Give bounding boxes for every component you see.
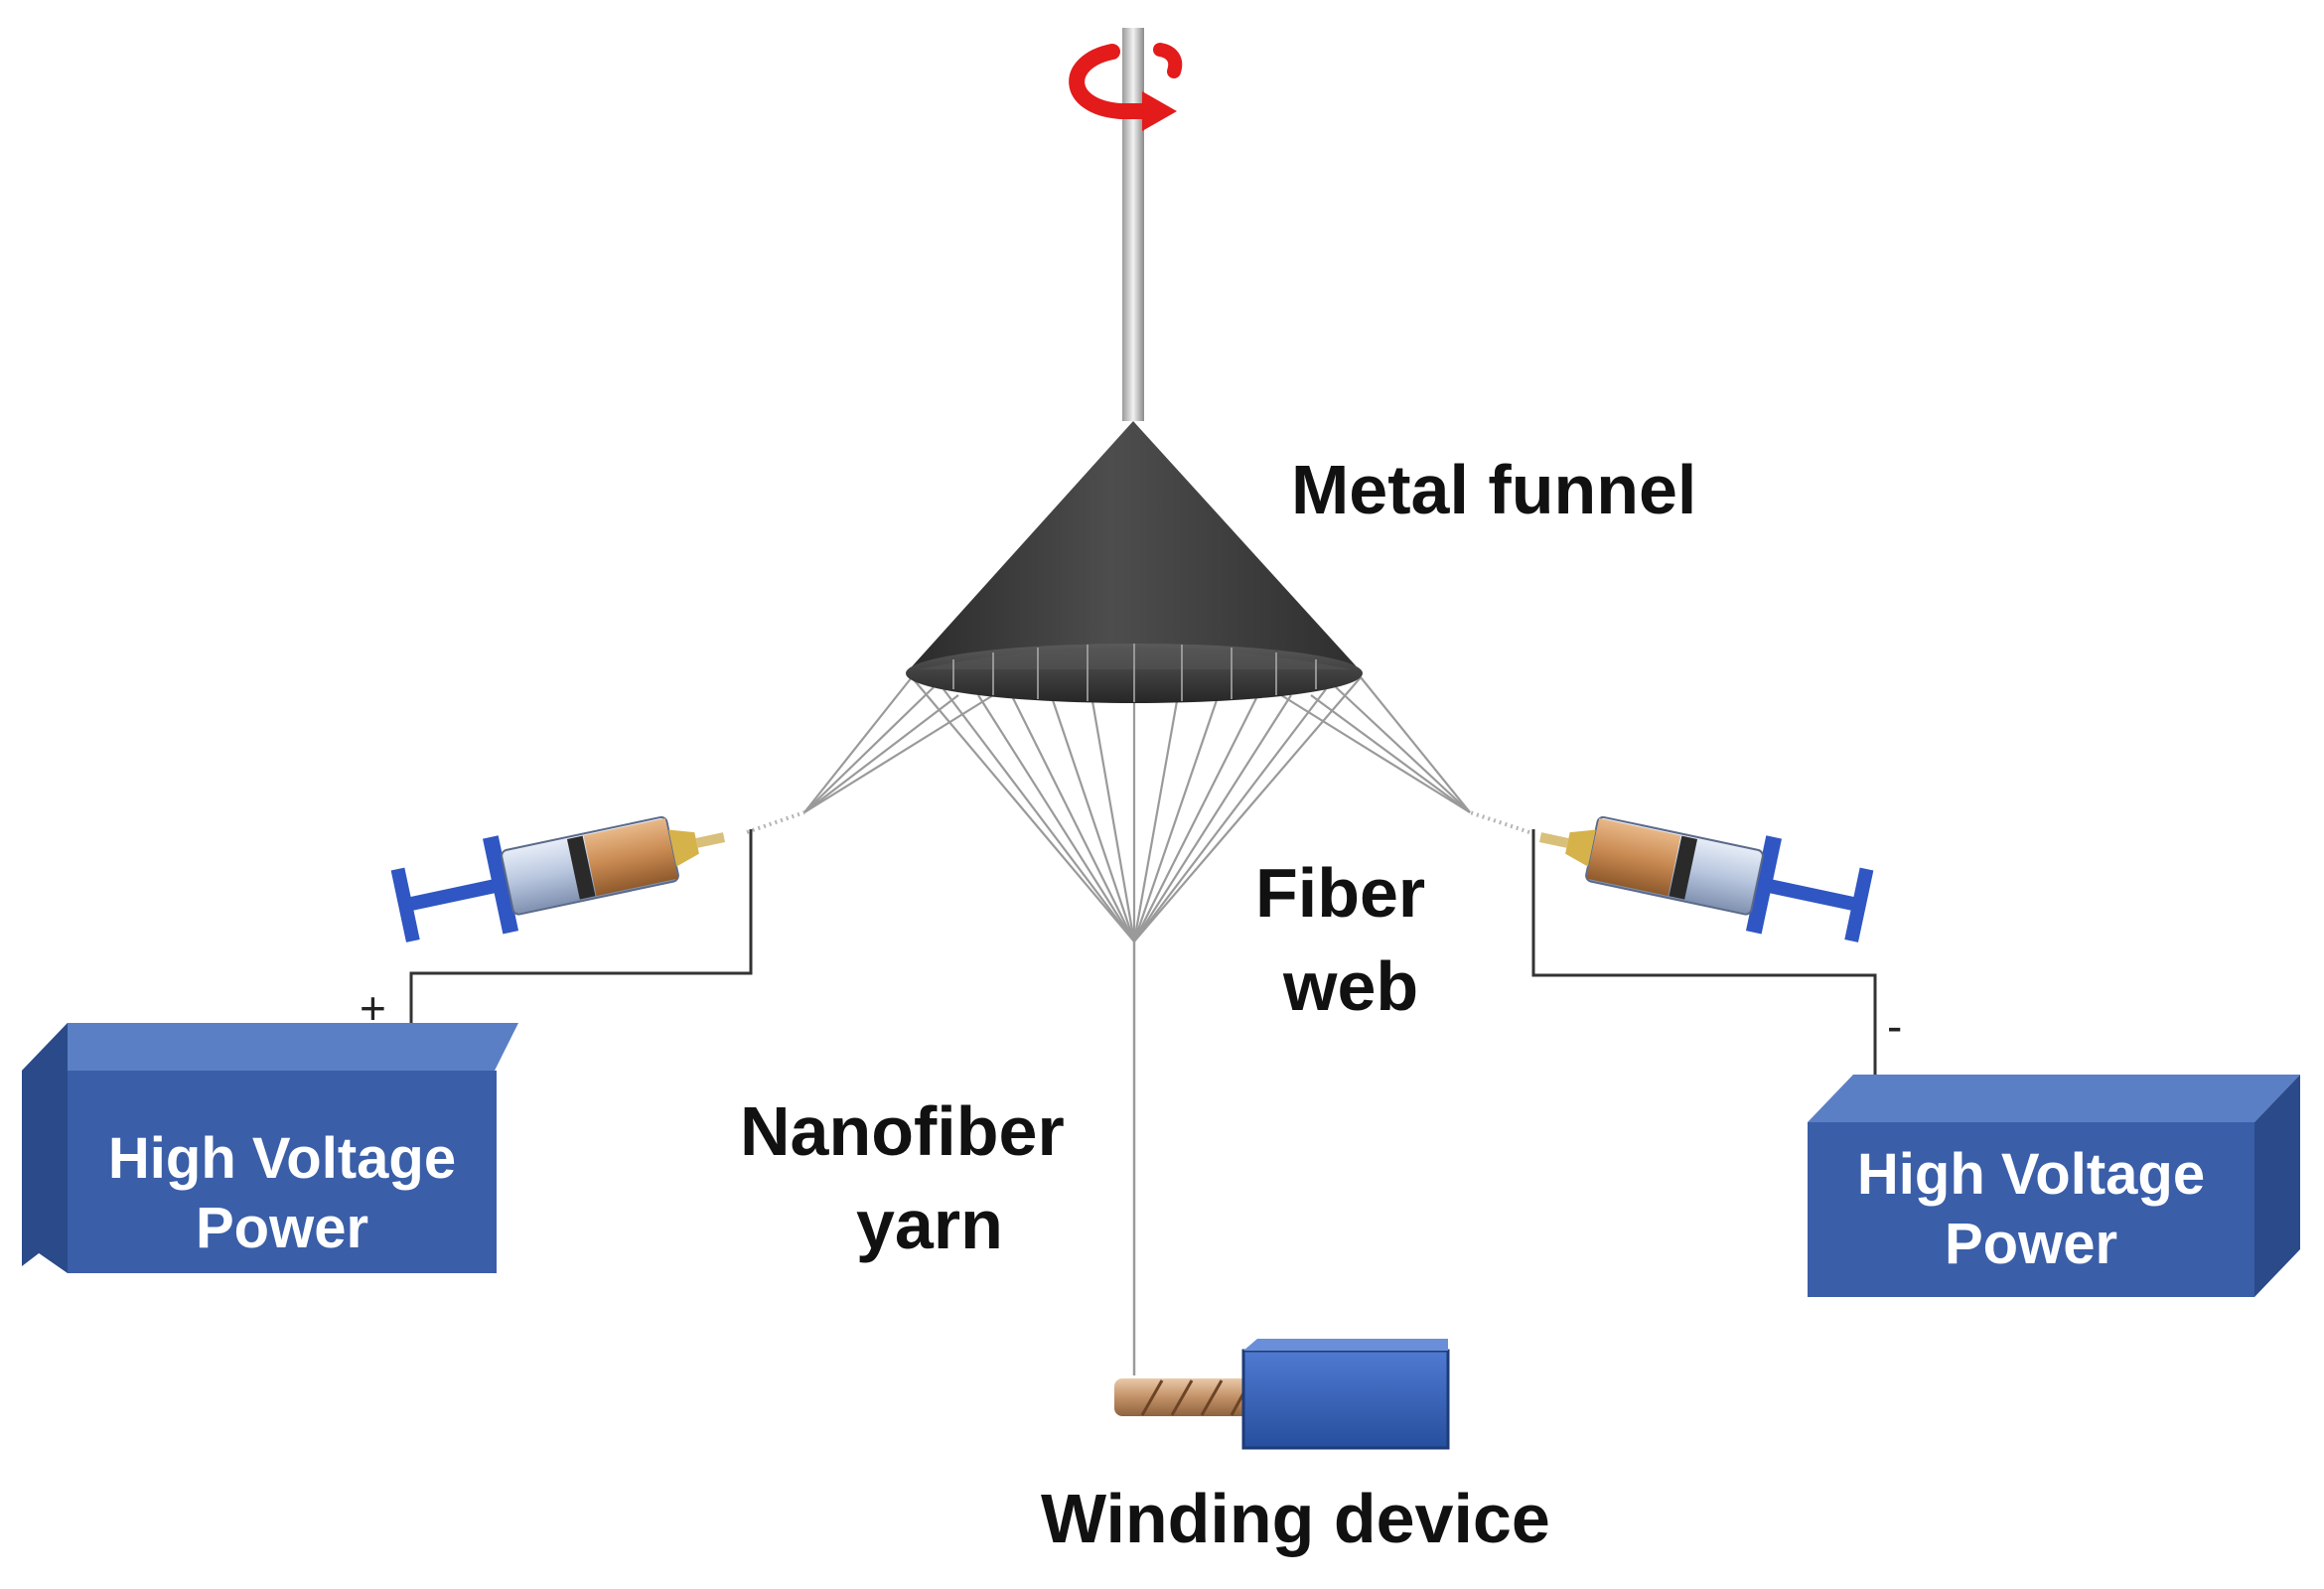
metal-funnel-label: Metal funnel [1291, 451, 1697, 528]
power-supply-left [22, 1023, 518, 1273]
power-label-left-line2: Power [195, 1195, 369, 1260]
metal-funnel [906, 421, 1363, 703]
power-label-right-line2: Power [1944, 1211, 2118, 1276]
power-label-left: High Voltage Power [68, 1124, 497, 1262]
fiber-web-label-line2: web [1283, 947, 1419, 1025]
winding-device [1114, 1339, 1450, 1450]
power-label-right: High Voltage Power [1808, 1140, 2254, 1278]
polarity-plus: + [360, 982, 386, 1034]
fiber-web-label-line1: Fiber [1255, 854, 1426, 932]
syringe-right-icon [1538, 815, 1874, 942]
rotating-rod [1122, 28, 1144, 421]
power-supply-right [1808, 1075, 2300, 1297]
jet-left [746, 810, 805, 834]
power-label-right-line1: High Voltage [1856, 1142, 2206, 1207]
winding-device-label: Winding device [1041, 1480, 1550, 1557]
rotation-arrow-icon [1069, 43, 1183, 131]
nanofiber-yarn-label-line1: Nanofiber [740, 1092, 1065, 1170]
fiber-web [803, 676, 1471, 942]
wire-right [1531, 829, 1877, 1075]
polarity-minus: - [1887, 1000, 1903, 1052]
power-label-left-line1: High Voltage [107, 1126, 457, 1191]
nanofiber-yarn-label-line2: yarn [856, 1186, 1003, 1263]
syringe-left-icon [390, 815, 726, 942]
jet-right [1469, 810, 1530, 834]
